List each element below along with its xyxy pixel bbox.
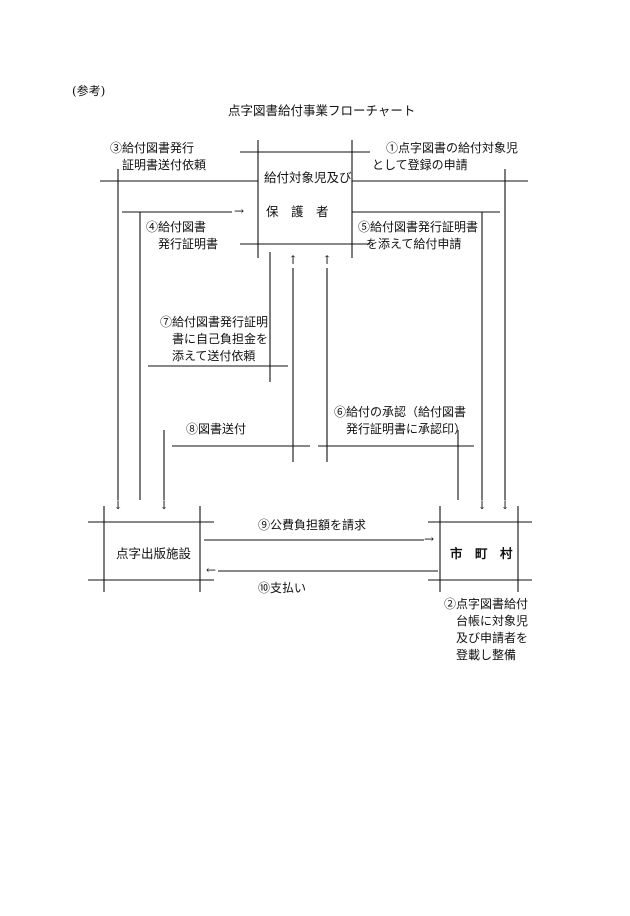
applicant-label-line1: 給付対象児及び [264,170,352,185]
step-6-line2: 発行証明書に承認印） [346,422,467,436]
step-2-line1: ②点字図書給付 [444,597,529,611]
step-4-line1: ④給付図書 [146,220,207,234]
reference-note: (参考) [72,84,106,98]
arrow-down-icon: ↓ [113,498,124,512]
step-2-line4: 登載し整備 [456,648,517,662]
step-3-line1: ③給付図書発行 [110,141,195,155]
step-5-line1: ⑤給付図書発行証明書 [358,220,479,234]
arrow-right-icon: → [234,204,245,218]
arrow-down-icon: ↓ [500,498,511,512]
arrow-left-icon: ← [206,563,217,577]
step-7-line3: 添えて送付依頼 [172,349,256,363]
arrow-down-icon: ↓ [159,498,170,512]
step-1-line2: として登録の申請 [372,158,468,172]
arrow-down-icon: ↓ [477,498,488,512]
step-4-line2: 発行証明書 [158,237,219,251]
step-1-line1: ①点字図書の給付対象児 [386,141,519,155]
step-6-line1: ⑥給付の承認（給付図書 [334,405,467,419]
publisher-label: 点字出版施設 [116,546,192,561]
municipality-label: 市 町 村 [450,546,513,561]
step-7-line2: 書に自己負担金を [172,332,269,346]
arrow-up-icon: ↑ [322,253,333,267]
page-title: 点字図書給付事業フローチャート [228,103,416,118]
applicant-label-line2: 保 護 者 [266,204,329,219]
arrow-up-icon: ↑ [288,253,299,267]
step-2-line2: 台帳に対象児 [456,614,529,628]
step-10-label: ⑩支払い [258,581,307,595]
step-7-line1: ⑦給付図書発行証明 [160,315,269,329]
step-3-line2: 証明書送付依頼 [122,158,207,172]
step-8-label: ⑧図書送付 [186,422,247,436]
step-5-line2: を添えて給付申請 [366,237,462,251]
step-9-label: ⑨公費負担額を請求 [258,518,367,532]
step-2-line3: 及び申請者を [456,631,529,645]
arrow-right-icon: → [424,532,435,546]
